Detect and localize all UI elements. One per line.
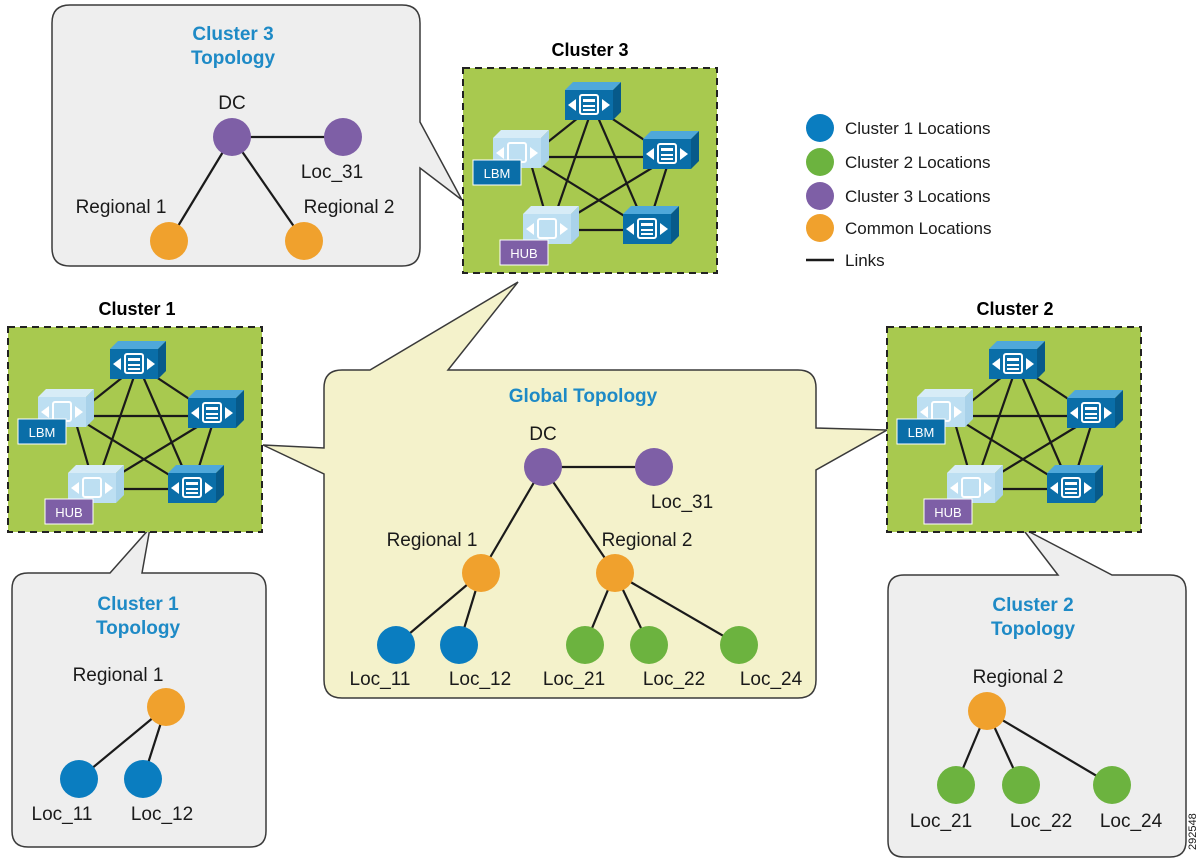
cluster3-box: Cluster 3 LBM HUB [462, 40, 718, 274]
hub-label: HUB [934, 505, 961, 520]
loc11-node [60, 760, 98, 798]
dc-node [524, 448, 562, 486]
server-icon [622, 205, 680, 245]
regional1-label: Regional 1 [387, 530, 478, 551]
server-icon [67, 464, 125, 504]
loc24-label: Loc_24 [1100, 811, 1163, 832]
hub-label: HUB [55, 505, 82, 520]
cluster3-topology-title-line1: Cluster 3 [192, 24, 273, 45]
server-icon [1066, 389, 1124, 429]
cluster3-topology-title-line2: Topology [191, 48, 276, 69]
loc11-label: Loc_11 [350, 669, 411, 690]
regional1-label: Regional 1 [76, 197, 167, 218]
loc24-node [1093, 766, 1131, 804]
server-icon [187, 389, 245, 429]
hub-label: HUB [510, 246, 537, 261]
global-topology-callout: Global Topology DC Loc_31 Regional 1 Reg… [262, 281, 890, 699]
loc22-node [1002, 766, 1040, 804]
hub-badge [44, 498, 94, 525]
hub-badge [923, 498, 973, 525]
loc21-node [566, 626, 604, 664]
dc-label: DC [218, 93, 245, 114]
cluster1-topology-title-line1: Cluster 1 [97, 594, 179, 615]
cluster1-title: Cluster 1 [98, 299, 175, 319]
server-icon [522, 205, 580, 245]
cluster1-box: Cluster 1 LBM HUB [7, 299, 263, 533]
legend-label-cluster1: Cluster 1 Locations [845, 119, 991, 138]
lbm-badge [896, 418, 946, 445]
cluster2-title: Cluster 2 [976, 299, 1053, 319]
hub-badge [499, 239, 549, 266]
regional1-node [150, 222, 188, 260]
legend-label-common: Common Locations [845, 219, 991, 238]
regional2-label: Regional 2 [304, 197, 395, 218]
server-icon [988, 340, 1046, 380]
loc24-label: Loc_24 [740, 669, 803, 690]
lbm-badge [17, 418, 67, 445]
loc21-label: Loc_21 [910, 811, 972, 832]
loc24-node [720, 626, 758, 664]
legend-label-cluster2: Cluster 2 Locations [845, 153, 991, 172]
regional1-node [147, 688, 185, 726]
regional2-label: Regional 2 [973, 667, 1064, 688]
server-icon [109, 340, 167, 380]
legend-swatch-common [806, 214, 834, 242]
cluster2-topology-title-line2: Topology [991, 619, 1076, 640]
regional2-node [968, 692, 1006, 730]
regional2-node [285, 222, 323, 260]
cluster2-topology-title-line1: Cluster 2 [992, 595, 1073, 616]
loc12-node [440, 626, 478, 664]
cluster2-topology-callout: Cluster 2 Topology Regional 2 Loc_21 Loc… [887, 527, 1187, 858]
lbm-label: LBM [908, 425, 935, 440]
legend: Cluster 1 Locations Cluster 2 Locations … [806, 114, 991, 270]
loc22-label: Loc_22 [643, 669, 705, 690]
dc-label: DC [529, 424, 556, 445]
dc-node [213, 118, 251, 156]
lbm-badge [472, 159, 522, 186]
legend-swatch-cluster2 [806, 148, 834, 176]
lbm-label: LBM [29, 425, 56, 440]
cluster2-box: Cluster 2 LBM HUB [886, 299, 1142, 533]
global-topology-title: Global Topology [509, 386, 658, 407]
regional2-label: Regional 2 [602, 530, 693, 551]
loc31-node [635, 448, 673, 486]
server-icon [564, 81, 622, 121]
regional2-node [596, 554, 634, 592]
regional1-label: Regional 1 [73, 665, 164, 686]
loc11-node [377, 626, 415, 664]
server-icon [946, 464, 1004, 504]
loc21-label: Loc_21 [543, 669, 605, 690]
legend-swatch-cluster3 [806, 182, 834, 210]
cluster1-topology-callout: Cluster 1 Topology Regional 1 Loc_11 Loc… [11, 525, 267, 848]
legend-swatch-cluster1 [806, 114, 834, 142]
loc31-node [324, 118, 362, 156]
loc12-label: Loc_12 [449, 669, 511, 690]
loc22-node [630, 626, 668, 664]
lbm-label: LBM [484, 166, 511, 181]
cluster3-title: Cluster 3 [551, 40, 628, 60]
cluster1-topology-title-line2: Topology [96, 618, 181, 639]
server-icon [1046, 464, 1104, 504]
regional1-node [462, 554, 500, 592]
legend-label-links: Links [845, 251, 885, 270]
loc12-label: Loc_12 [131, 804, 193, 825]
loc31-label: Loc_31 [651, 492, 713, 513]
loc31-label: Loc_31 [301, 162, 363, 183]
figure-id: 292548 [1187, 813, 1199, 850]
cluster3-topology-callout: Cluster 3 Topology DC Loc_31 Regional 1 … [51, 4, 463, 267]
legend-label-cluster3: Cluster 3 Locations [845, 187, 991, 206]
server-icon [167, 464, 225, 504]
loc12-node [124, 760, 162, 798]
loc22-label: Loc_22 [1010, 811, 1072, 832]
loc11-label: Loc_11 [32, 804, 93, 825]
loc21-node [937, 766, 975, 804]
server-icon [642, 130, 700, 170]
